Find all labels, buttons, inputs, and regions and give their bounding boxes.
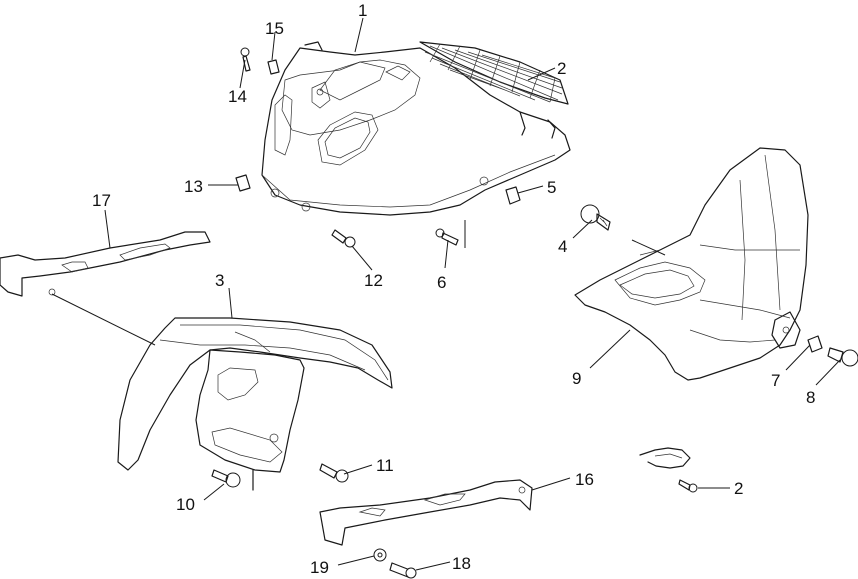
- fastener-6-screw: [435, 228, 459, 246]
- callout-11: 11: [376, 456, 394, 475]
- fastener-11-bolt: [319, 463, 349, 483]
- fastener-12-screw: [331, 229, 356, 248]
- callout-2: 2: [557, 59, 566, 78]
- part-17-bracket: [0, 231, 211, 297]
- callout-4: 4: [558, 237, 567, 256]
- part-9-rear-mudguard: [574, 147, 809, 381]
- callout-6: 6: [437, 273, 446, 292]
- callout-labels: 1 2 3 4 5 6 7 8 9 10 11 12 13 14 15 16 1…: [92, 1, 815, 577]
- callout-1: 1: [358, 1, 367, 20]
- fastener-13-clip: [235, 174, 251, 192]
- callout-15: 15: [265, 19, 284, 38]
- fastener-8-bolt: [827, 347, 858, 367]
- callout-3: 3: [215, 271, 224, 290]
- part-16-bracket: [319, 479, 533, 546]
- callout-13: 13: [184, 177, 203, 196]
- callout-8: 8: [806, 388, 815, 407]
- part-1-inner-shield: [261, 41, 571, 216]
- fastener-7-clip: [807, 335, 823, 353]
- callout-10: 10: [176, 495, 195, 514]
- callout-17: 17: [92, 191, 111, 210]
- leader-lines: [51, 17, 841, 571]
- part-2-mesh-grille: [419, 41, 569, 105]
- fastener-18-bolt: [389, 562, 417, 579]
- fastener-15-clip: [267, 59, 280, 75]
- fastener-5-clip: [505, 186, 521, 205]
- fastener-4-bolt: [580, 204, 611, 231]
- callout-16: 16: [575, 470, 594, 489]
- callout-9: 9: [572, 369, 581, 388]
- part-2-clamp: [639, 447, 691, 469]
- callout-7: 7: [771, 371, 780, 390]
- callout-2-lower: 2: [734, 479, 743, 498]
- fastener-2-screw: [678, 479, 698, 493]
- callout-18: 18: [452, 554, 471, 573]
- part-3-front-fender: [117, 317, 393, 491]
- callout-14: 14: [228, 87, 247, 106]
- fastener-14-screw: [240, 47, 251, 72]
- callout-5: 5: [547, 178, 556, 197]
- fastener-10-bolt: [211, 469, 241, 488]
- callout-12: 12: [364, 271, 383, 290]
- callout-19: 19: [310, 558, 329, 577]
- fastener-19-washer: [373, 548, 387, 562]
